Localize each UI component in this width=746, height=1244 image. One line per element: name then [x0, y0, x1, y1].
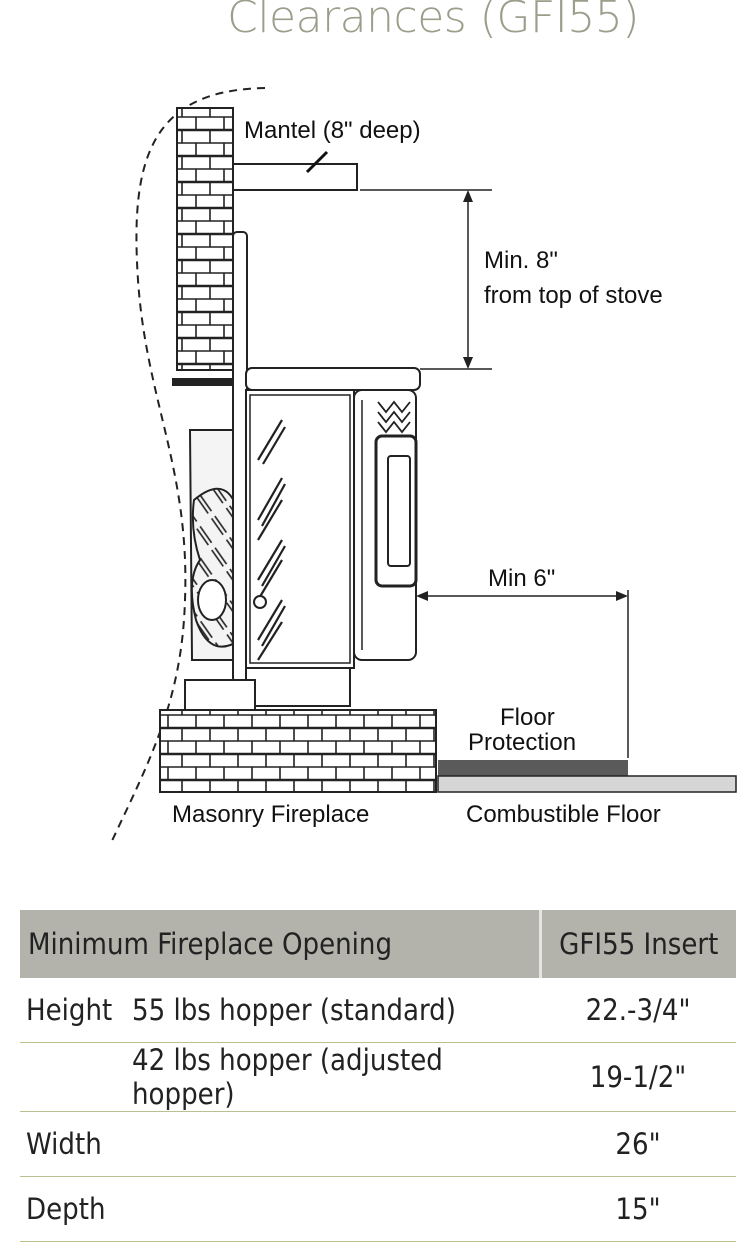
header-gfi55-insert: GFI55 Insert [538, 910, 737, 978]
stove-base [245, 667, 351, 707]
row-label: Depth [20, 1176, 132, 1242]
stove-grille [377, 400, 411, 434]
stove-body [245, 389, 355, 669]
mantel [232, 163, 358, 191]
top-dim-arrow-down [463, 357, 473, 369]
row-description [132, 1111, 541, 1177]
firebox-log [197, 579, 227, 621]
row-description: 42 lbs hopper (adjusted hopper) [132, 1042, 541, 1112]
row-value: 22.-3/4" [540, 978, 737, 1043]
clearance-diagram: Mantel (8" deep) Min. 8" from top of sto… [109, 87, 737, 846]
chimney-brick-wall [176, 107, 234, 371]
hearth-brick [159, 709, 437, 793]
top-dim-arrow-up [463, 190, 473, 202]
firebox-lintel [172, 378, 242, 386]
combustible-floor [437, 775, 737, 793]
combustible-floor-label: Combustible Floor [466, 801, 661, 828]
page-title: Clearances (GFI55) [227, 0, 639, 43]
side-dim-arrow-right [616, 591, 628, 601]
row-description: 55 lbs hopper (standard) [132, 978, 541, 1043]
stove-side-panel [249, 394, 351, 664]
row-value: 26" [540, 1111, 737, 1177]
row-label [20, 1042, 132, 1112]
mantel-label: Mantel (8" deep) [244, 117, 421, 144]
table-header-row: Minimum Fireplace Opening GFI55 Insert [20, 910, 737, 978]
row-description [132, 1176, 541, 1242]
side-clearance-label: Min 6" [488, 565, 555, 592]
masonry-fireplace-label: Masonry Fireplace [172, 801, 369, 828]
surround-panel [232, 231, 248, 683]
floor-protection-line2: Protection [468, 729, 576, 756]
stove-door-glass [387, 455, 411, 567]
stove-knob [253, 595, 267, 609]
top-clearance-line2: from top of stove [484, 282, 663, 309]
row-label: Width [20, 1111, 132, 1177]
table-row: 42 lbs hopper (adjusted hopper) 19-1/2" [20, 1042, 737, 1112]
side-dim-arrow-left [416, 591, 428, 601]
hearth-ledge [184, 679, 256, 711]
row-value: 19-1/2" [540, 1042, 737, 1112]
header-min-opening: Minimum Fireplace Opening [20, 910, 541, 978]
stove-top [245, 367, 421, 391]
row-label: Height [20, 978, 132, 1043]
floor-protection [438, 760, 628, 776]
top-clearance-line1: Min. 8" [484, 247, 558, 274]
table-row: Depth 15" [20, 1176, 737, 1242]
opening-spec-table: Minimum Fireplace Opening GFI55 Insert H… [20, 910, 737, 1242]
stove-vent-slots [257, 419, 286, 661]
table-row: Width 26" [20, 1111, 737, 1177]
table-row: Height 55 lbs hopper (standard) 22.-3/4" [20, 978, 737, 1043]
row-value: 15" [540, 1176, 737, 1242]
floor-protection-line1: Floor [500, 704, 555, 731]
mantel-leader [305, 150, 329, 174]
